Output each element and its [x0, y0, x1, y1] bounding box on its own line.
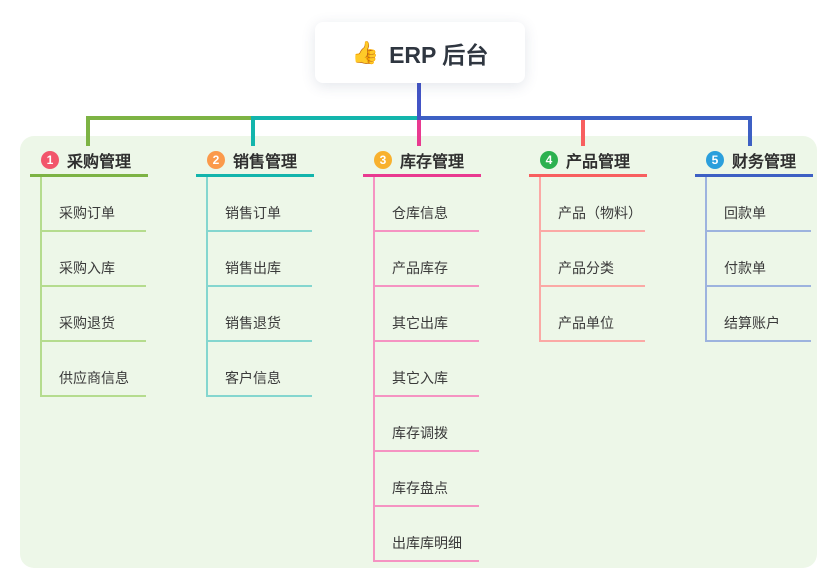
child-label: 其它出库 — [392, 315, 448, 331]
branch-label: 财务管理 — [732, 153, 797, 171]
branch-number-badge: 3 — [374, 150, 392, 169]
child-label: 销售出库 — [225, 260, 281, 276]
child-label: 采购退货 — [59, 315, 115, 331]
child-label: 回款单 — [724, 205, 766, 221]
root-node[interactable]: 👍 ERP 后台 — [315, 22, 525, 83]
child-node[interactable]: 销售订单 — [208, 177, 312, 232]
branch-product-management: 4 产品管理 产品（物料） 产品分类 产品单位 — [529, 145, 649, 342]
branch-node-product[interactable]: 4 产品管理 — [529, 145, 647, 177]
branch-node-finance[interactable]: 5 财务管理 — [695, 145, 813, 177]
child-label: 采购入库 — [59, 260, 115, 276]
child-label: 销售订单 — [225, 205, 281, 221]
connector-branch2-horizontal — [251, 116, 421, 120]
branch-children: 仓库信息 产品库存 其它出库 其它入库 库存调拨 库存盘点 出库库明细 — [373, 177, 479, 562]
branch-node-inventory[interactable]: 3 库存管理 — [363, 145, 481, 177]
child-label: 客户信息 — [225, 370, 281, 386]
child-node[interactable]: 回款单 — [707, 177, 811, 232]
child-label: 仓库信息 — [392, 205, 448, 221]
branch-node-sales[interactable]: 2 销售管理 — [196, 145, 314, 177]
connector-branch1-drop — [86, 116, 90, 146]
child-label: 供应商信息 — [59, 370, 129, 386]
connector-branch4-drop — [581, 120, 585, 146]
branch-label: 库存管理 — [400, 153, 465, 171]
child-label: 结算账户 — [724, 315, 780, 331]
child-node[interactable]: 产品库存 — [375, 232, 479, 287]
child-label: 库存盘点 — [392, 480, 448, 496]
child-node[interactable]: 仓库信息 — [375, 177, 479, 232]
branch-label: 产品管理 — [566, 153, 631, 171]
branch-label: 销售管理 — [233, 153, 298, 171]
child-label: 采购订单 — [59, 205, 115, 221]
child-node[interactable]: 客户信息 — [208, 342, 312, 397]
branch-number-badge: 1 — [41, 150, 59, 169]
child-node[interactable]: 其它入库 — [375, 342, 479, 397]
branch-purchase-management: 1 采购管理 采购订单 采购入库 采购退货 供应商信息 — [30, 145, 150, 397]
child-label: 出库库明细 — [392, 535, 462, 551]
branch-sales-management: 2 销售管理 销售订单 销售出库 销售退货 客户信息 — [196, 145, 316, 397]
child-node[interactable]: 库存盘点 — [375, 452, 479, 507]
child-label: 产品库存 — [392, 260, 448, 276]
child-node[interactable]: 产品单位 — [541, 287, 645, 342]
branch-children: 回款单 付款单 结算账户 — [705, 177, 811, 342]
child-node[interactable]: 销售出库 — [208, 232, 312, 287]
child-node[interactable]: 其它出库 — [375, 287, 479, 342]
child-node[interactable]: 出库库明细 — [375, 507, 479, 562]
branches-panel — [20, 136, 817, 568]
branch-node-purchase[interactable]: 1 采购管理 — [30, 145, 148, 177]
child-node[interactable]: 产品分类 — [541, 232, 645, 287]
connector-branch2-drop — [251, 116, 255, 146]
thumbs-up-icon: 👍 — [351, 39, 380, 65]
child-node[interactable]: 销售退货 — [208, 287, 312, 342]
child-label: 销售退货 — [225, 315, 281, 331]
child-node[interactable]: 结算账户 — [707, 287, 811, 342]
child-node[interactable]: 采购入库 — [42, 232, 146, 287]
child-node[interactable]: 产品（物料） — [541, 177, 645, 232]
child-node[interactable]: 采购退货 — [42, 287, 146, 342]
connector-branch5-horizontal — [417, 116, 752, 120]
branch-number-badge: 4 — [540, 150, 558, 169]
child-label: 产品分类 — [558, 260, 614, 276]
child-node[interactable]: 供应商信息 — [42, 342, 146, 397]
connector-branch3-drop — [417, 118, 421, 146]
child-label: 其它入库 — [392, 370, 448, 386]
connector-root-drop — [417, 83, 421, 120]
child-label: 库存调拨 — [392, 425, 448, 441]
child-label: 付款单 — [724, 260, 766, 276]
branch-number-badge: 5 — [706, 150, 724, 169]
branch-finance-management: 5 财务管理 回款单 付款单 结算账户 — [695, 145, 815, 342]
child-node[interactable]: 付款单 — [707, 232, 811, 287]
root-title: ERP 后台 — [389, 41, 489, 68]
branch-children: 产品（物料） 产品分类 产品单位 — [539, 177, 645, 342]
child-label: 产品（物料） — [558, 205, 642, 221]
child-node[interactable]: 库存调拨 — [375, 397, 479, 452]
connector-branch5-drop — [748, 116, 752, 146]
child-label: 产品单位 — [558, 315, 614, 331]
branch-children: 销售订单 销售出库 销售退货 客户信息 — [206, 177, 312, 397]
branch-children: 采购订单 采购入库 采购退货 供应商信息 — [40, 177, 146, 397]
connector-branch1-horizontal — [86, 116, 255, 120]
child-node[interactable]: 采购订单 — [42, 177, 146, 232]
branch-number-badge: 2 — [207, 150, 225, 169]
branch-inventory-management: 3 库存管理 仓库信息 产品库存 其它出库 其它入库 库存调拨 库存盘点 出库库… — [363, 145, 483, 562]
branch-label: 采购管理 — [67, 153, 132, 171]
